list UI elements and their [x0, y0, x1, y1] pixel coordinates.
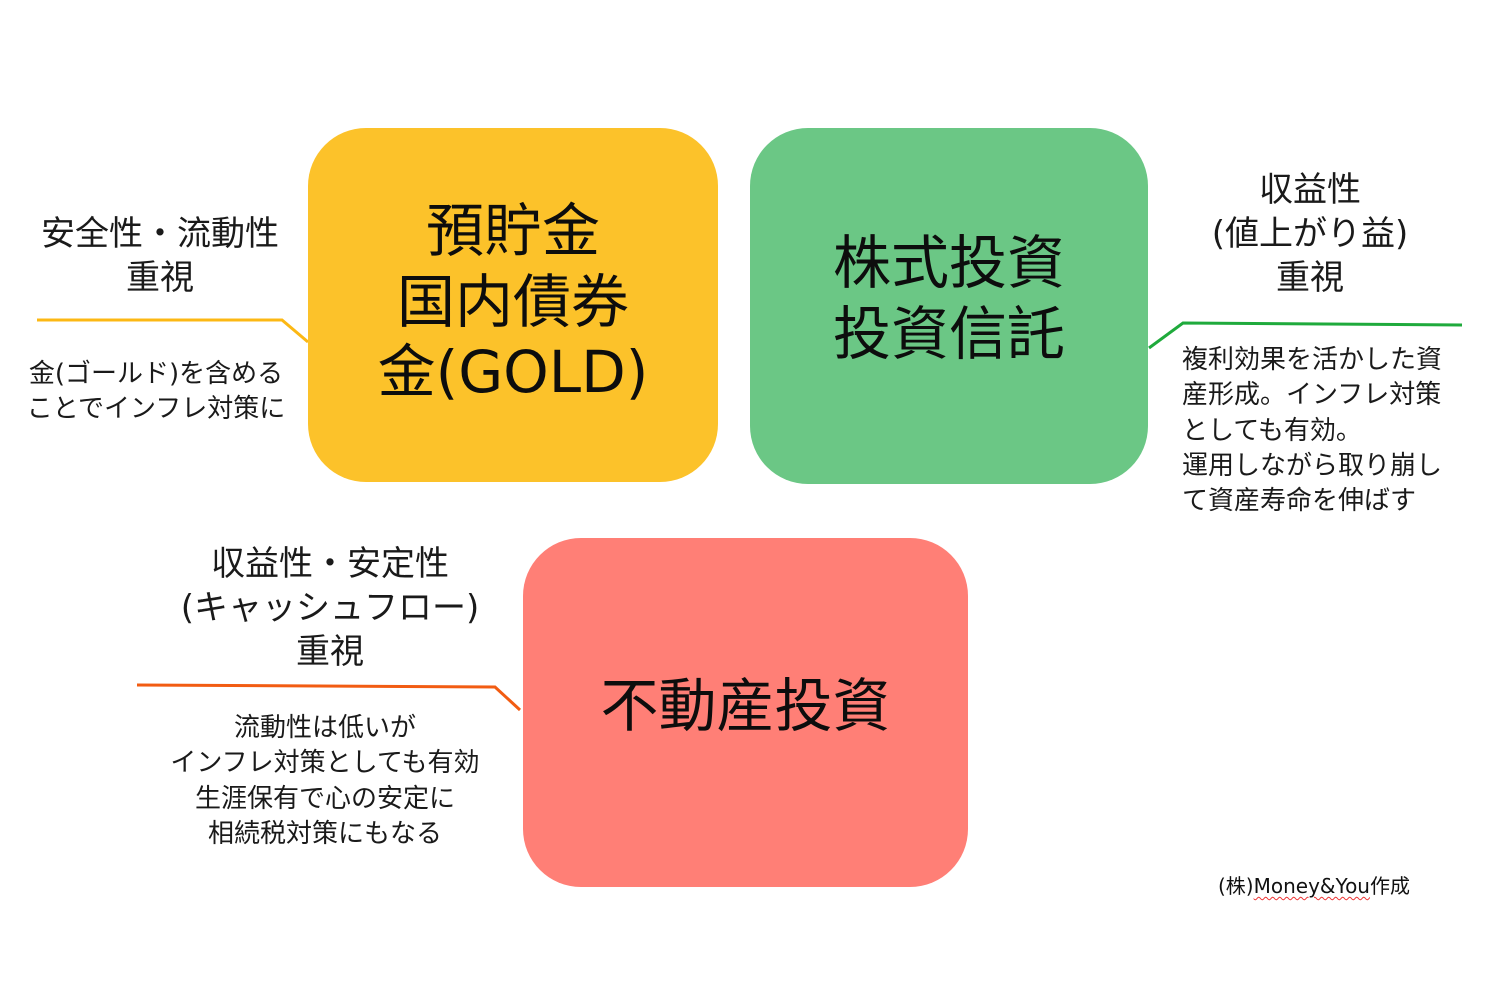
growth-asset-box: 株式投資 投資信託	[750, 128, 1148, 484]
realestate-connector-line	[136, 683, 522, 712]
credit-suffix: 作成	[1370, 874, 1410, 898]
growth-asset-title: 株式投資 投資信託	[832, 229, 1065, 368]
growth-description: 複利効果を活かした資 産形成。インフレ対策 としても有効。 運用しながら取り崩し…	[1182, 345, 1443, 517]
credit-company: Money&You	[1253, 874, 1370, 898]
credit-prefix: (株)	[1218, 874, 1254, 898]
realestate-asset-title: 不動産投資	[600, 672, 891, 741]
safety-description: 金(ゴールド)を含める ことでインフレ対策に	[26, 359, 286, 425]
growth-connector-line	[1148, 321, 1463, 350]
credit-text: (株)Money&You作成	[1218, 870, 1410, 899]
growth-heading: 収益性 (値上がり益) 重視	[1211, 170, 1409, 299]
realestate-asset-box: 不動産投資	[523, 538, 968, 887]
safety-asset-title: 預貯金 国内債券 金(GOLD)	[377, 196, 649, 407]
safety-heading: 安全性・流動性 重視	[41, 214, 279, 299]
safety-connector-line	[37, 318, 309, 344]
realestate-description: 流動性は低いが インフレ対策としても有効 生涯保有で心の安定に 相続税対策にもな…	[170, 713, 480, 850]
realestate-heading: 収益性・安定性 (キャッシュフロー) 重視	[180, 544, 480, 673]
safety-asset-box: 預貯金 国内債券 金(GOLD)	[308, 128, 718, 482]
